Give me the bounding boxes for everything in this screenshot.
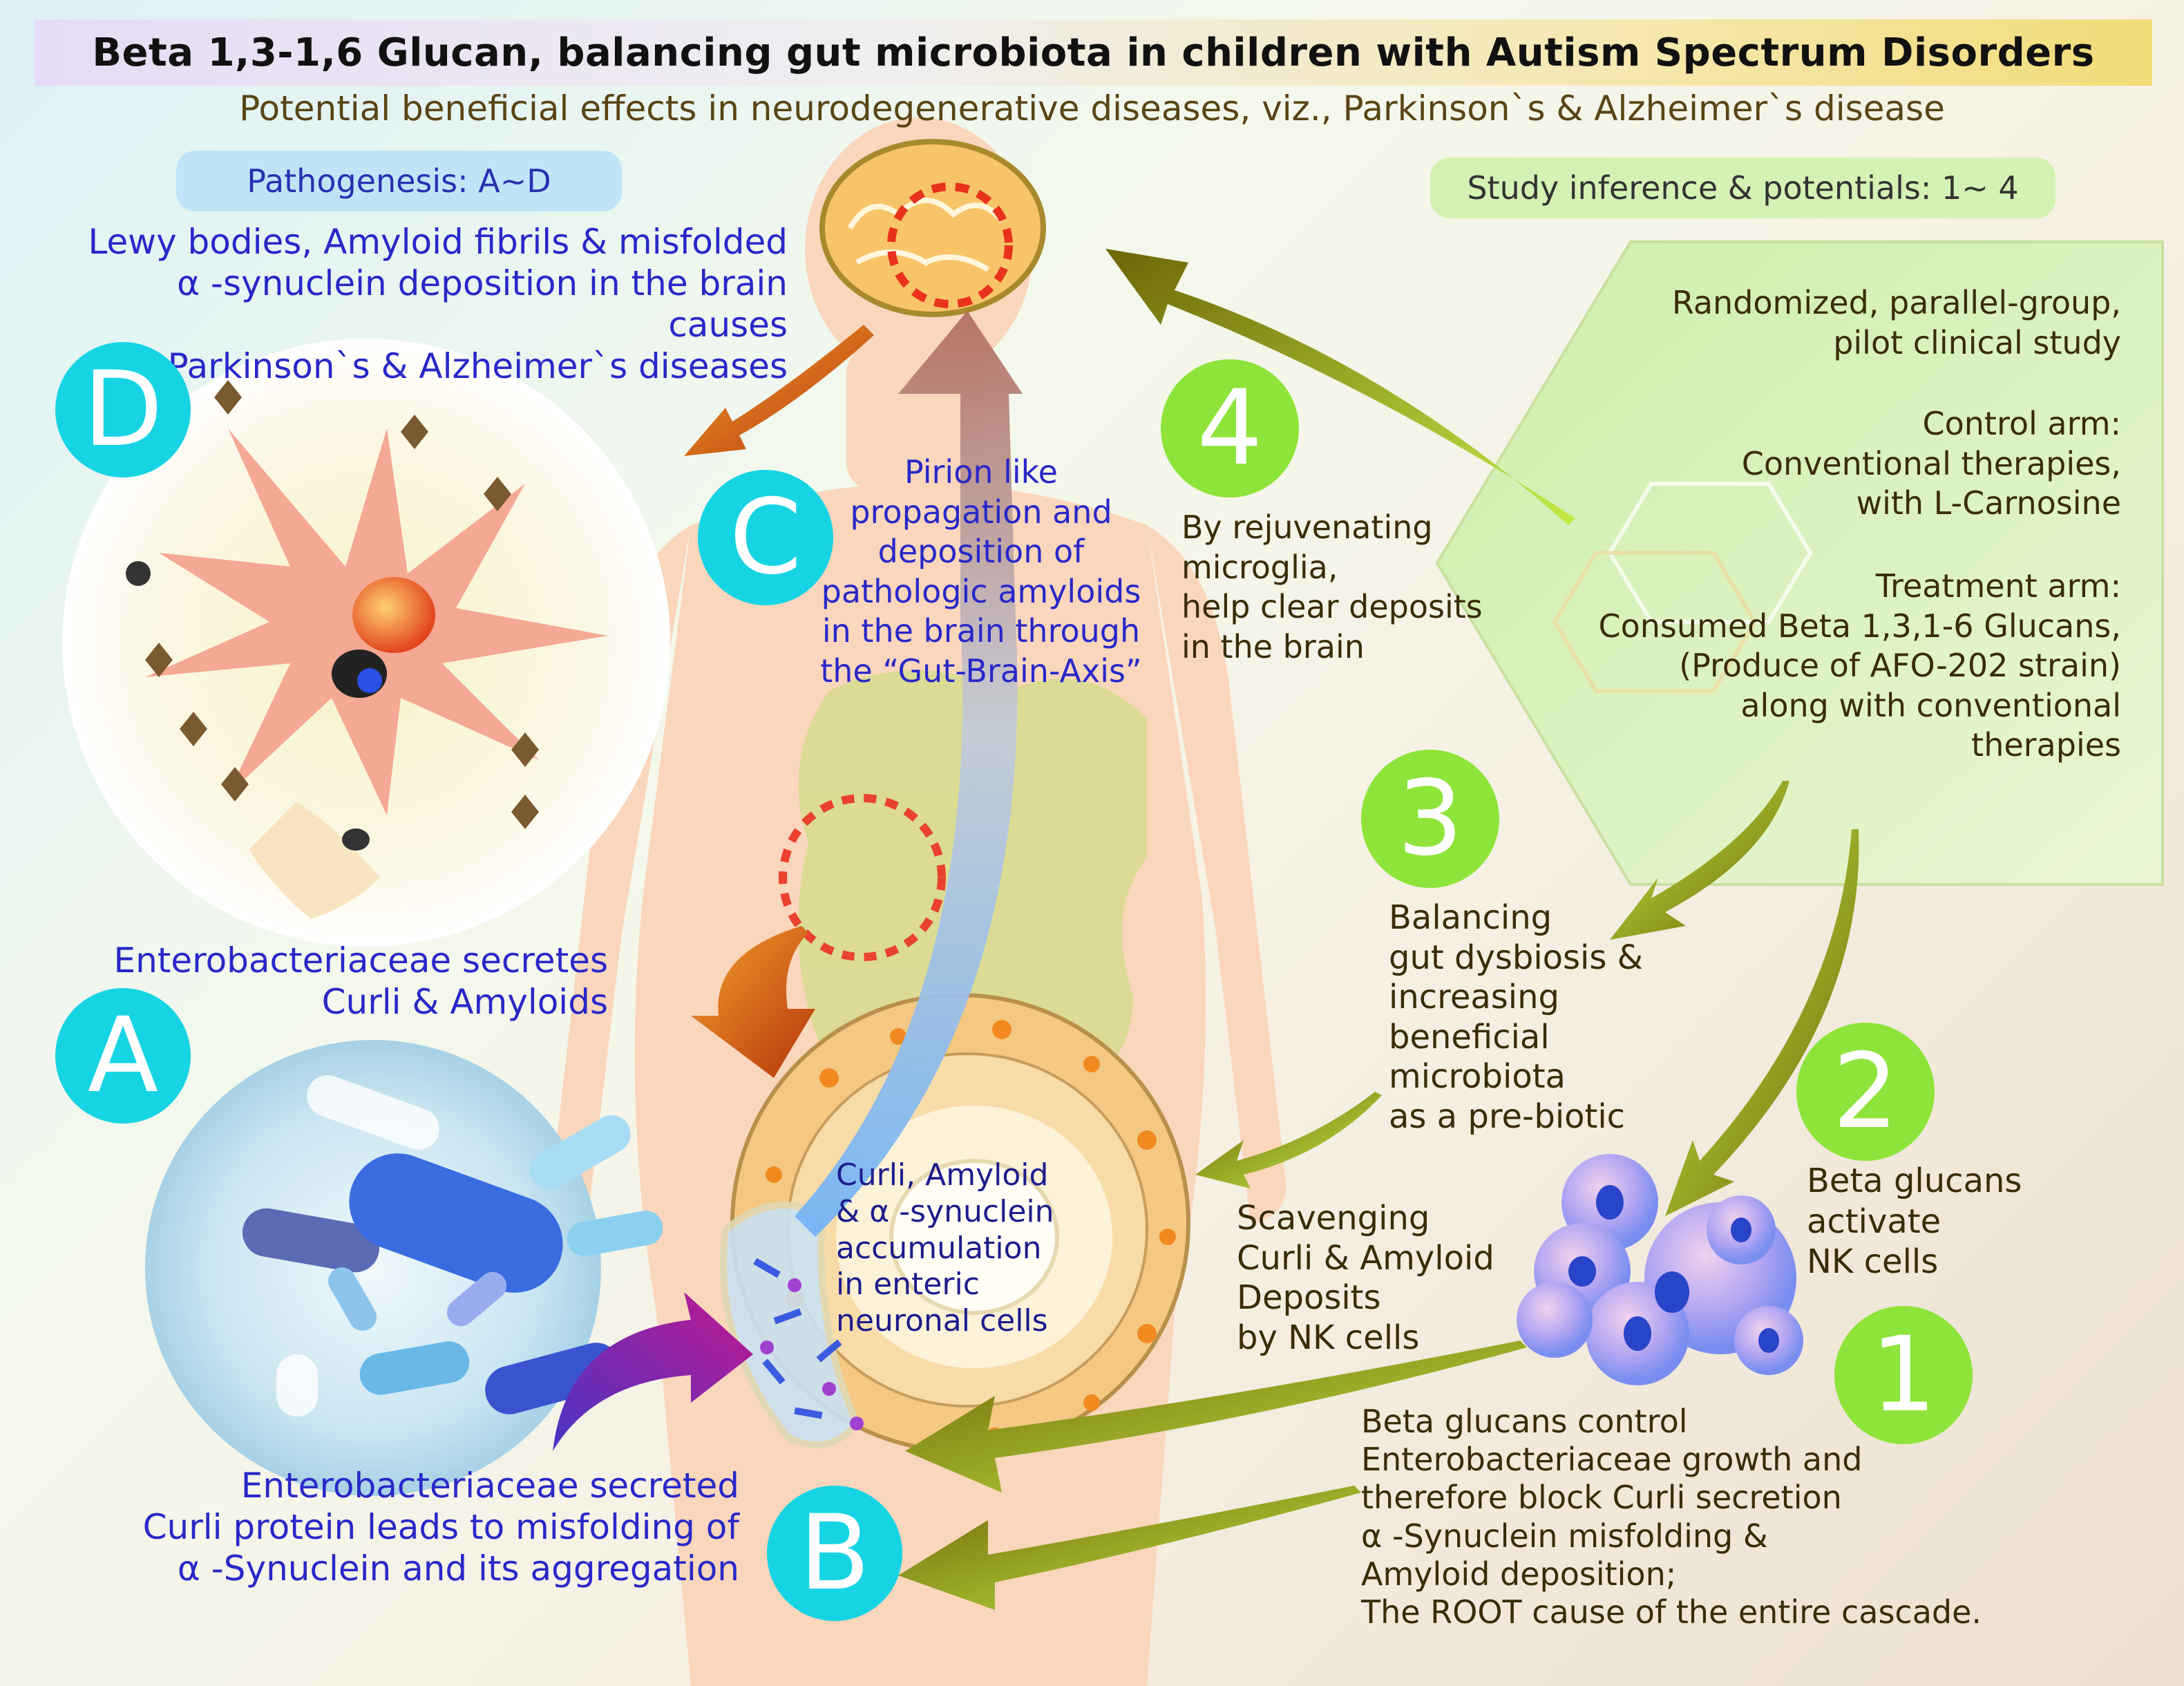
text-4-line: By rejuvenating xyxy=(1181,509,1433,546)
text-3-line: beneficial xyxy=(1389,1017,1550,1057)
text-3-line: as a pre-biotic xyxy=(1389,1097,1626,1136)
text-1-line: α -Synuclein misfolding & xyxy=(1361,1517,1768,1555)
study-control-line: with L-Carnosine xyxy=(1856,484,2121,522)
gut-brain-axis-arrow xyxy=(795,311,1023,1237)
bacteria-circle xyxy=(145,1040,663,1496)
text-1-line: Enterobacteriaceae growth and xyxy=(1361,1441,1863,1479)
diagram-subtitle: Potential beneficial effects in neurodeg… xyxy=(239,88,1945,129)
text-d-line: Lewy bodies, Amyloid fibrils & misfolded xyxy=(88,222,788,262)
text-c-line: deposition of xyxy=(877,533,1085,570)
text-d-line: α -synuclein deposition in the brain cau… xyxy=(177,263,788,345)
text-scav-line: Scavenging xyxy=(1237,1199,1430,1238)
badge-a: A xyxy=(55,988,191,1124)
text-3-line: increasing xyxy=(1389,978,1560,1017)
text-scav-line: by NK cells xyxy=(1237,1318,1420,1357)
text-4-line: in the brain xyxy=(1181,627,1365,665)
text-block-a: Enterobacteriaceae secretes Curli & Amyl… xyxy=(41,940,608,1023)
text-c-line: in the brain through xyxy=(822,612,1141,650)
arrow-intestine-to-gut xyxy=(691,926,815,1078)
text-block-scavenging: Scavenging Curli & Amyloid Deposits by N… xyxy=(1237,1199,1541,1358)
study-design-line: Randomized, parallel-group, xyxy=(1671,284,2121,321)
arrow-brain-to-neuron xyxy=(684,325,874,456)
brain-illustration xyxy=(819,139,1046,317)
text-block-d: Lewy bodies, Amyloid fibrils & misfolded… xyxy=(55,221,788,387)
diagram-title: Beta 1,3-1,6 Glucan, balancing gut micro… xyxy=(92,30,2095,75)
text-gut-line: neuronal cells xyxy=(836,1303,1048,1339)
text-4-line: help clear deposits xyxy=(1181,588,1483,625)
study-treatment-line: therapies xyxy=(1971,726,2121,764)
study-inference-label: Study inference & potentials: 1~ 4 xyxy=(1430,158,2055,218)
text-block-2: Beta glucans activate NK cells xyxy=(1807,1161,2083,1282)
study-control-line: Conventional therapies, xyxy=(1741,444,2121,482)
text-scav-line: Curli & Amyloid xyxy=(1237,1238,1494,1278)
text-gut-line: & α -synuclein xyxy=(836,1193,1054,1229)
text-gut-line: accumulation xyxy=(836,1230,1042,1266)
arrow-bacteria-to-b xyxy=(553,1292,753,1451)
text-1-line: therefore block Curli secretion xyxy=(1361,1479,1842,1517)
text-b-line: α -Synuclein and its aggregation xyxy=(177,1548,739,1589)
text-block-3: Balancing gut dysbiosis & increasing ben… xyxy=(1389,898,1707,1137)
study-treatment-line: along with conventional xyxy=(1740,686,2121,724)
arrow-study-to-brain xyxy=(1105,249,1575,525)
badge-3: 3 xyxy=(1361,750,1499,888)
text-2-line: NK cells xyxy=(1807,1242,1939,1282)
arrow-nk-to-gut xyxy=(905,1341,1527,1493)
study-treatment-arm-text: Treatment arm: Consumed Beta 1,3,1-6 Glu… xyxy=(1520,567,2121,766)
text-c-line: Pirion like xyxy=(904,453,1058,491)
study-control-line: Control arm: xyxy=(1922,405,2122,442)
text-a-line: Enterobacteriaceae secretes xyxy=(113,940,608,981)
text-scav-line: Deposits xyxy=(1237,1278,1381,1318)
text-block-gut: Curli, Amyloid & α -synuclein accumulati… xyxy=(836,1157,1126,1340)
neuron-deposition-circle xyxy=(62,339,670,947)
text-block-1: Beta glucans control Enterobacteriaceae … xyxy=(1361,1403,2121,1631)
text-2-line: activate xyxy=(1807,1202,1941,1241)
badge-b: B xyxy=(767,1486,902,1621)
badge-c: C xyxy=(698,470,833,605)
text-3-line: microbiota xyxy=(1389,1057,1566,1097)
study-treatment-line: (Produce of AFO-202 strain) xyxy=(1679,647,2121,684)
text-block-c: Pirion like propagation and deposition o… xyxy=(795,453,1168,691)
text-b-line: Enterobacteriaceae secreted xyxy=(240,1466,739,1506)
study-treatment-line: Treatment arm: xyxy=(1875,567,2121,605)
arrow-root-to-b xyxy=(898,1486,1361,1610)
arrow-dysbiosis-to-gut xyxy=(1195,1092,1382,1188)
text-c-line: propagation and xyxy=(850,493,1112,531)
text-c-line: the “Gut-Brain-Axis” xyxy=(820,652,1142,690)
text-1-line: Beta glucans control xyxy=(1361,1403,1688,1440)
text-c-line: pathologic amyloids xyxy=(821,572,1141,610)
text-2-line: Beta glucans xyxy=(1807,1162,2022,1200)
text-d-line: Parkinson`s & Alzheimer`s diseases xyxy=(167,346,788,386)
text-b-line: Curli protein leads to misfolding of xyxy=(142,1507,739,1547)
study-treatment-line: Consumed Beta 1,3,1-6 Glucans, xyxy=(1598,607,2121,645)
arrow-study-to-nk-cells xyxy=(1665,829,1859,1216)
badge-2: 2 xyxy=(1796,1023,1935,1161)
pathogenesis-label: Pathogenesis: A~D xyxy=(176,151,622,211)
arrow-study-to-dysbiosis xyxy=(1610,781,1789,940)
text-3-line: Balancing xyxy=(1389,898,1552,937)
badge-4: 4 xyxy=(1161,359,1299,498)
study-design-line: pilot clinical study xyxy=(1833,323,2121,361)
badge-1: 1 xyxy=(1834,1306,1973,1444)
text-gut-line: Curli, Amyloid xyxy=(836,1157,1049,1193)
title-banner: Beta 1,3-1,6 Glucan, balancing gut micro… xyxy=(35,19,2152,86)
text-1-line: Amyloid deposition; xyxy=(1361,1555,1677,1593)
study-hexagon-panel xyxy=(1435,240,2164,886)
text-gut-line: in enteric xyxy=(836,1267,980,1303)
process-arrows xyxy=(553,249,1859,1610)
nk-cells-cluster xyxy=(1517,1154,1803,1385)
text-block-4: By rejuvenating microglia, help clear de… xyxy=(1181,508,1527,667)
text-a-line: Curli & Amyloids xyxy=(321,982,608,1022)
text-block-b: Enterobacteriaceae secreted Curli protei… xyxy=(55,1465,739,1589)
study-control-arm-text: Control arm: Conventional therapies, wit… xyxy=(1520,404,2121,524)
text-3-line: gut dysbiosis & xyxy=(1389,938,1644,977)
text-1-line: The ROOT cause of the entire cascade. xyxy=(1361,1593,1982,1631)
study-design-text: Randomized, parallel-group, pilot clinic… xyxy=(1520,283,2121,363)
text-4-line: microglia, xyxy=(1181,548,1338,586)
badge-d: D xyxy=(55,342,191,477)
